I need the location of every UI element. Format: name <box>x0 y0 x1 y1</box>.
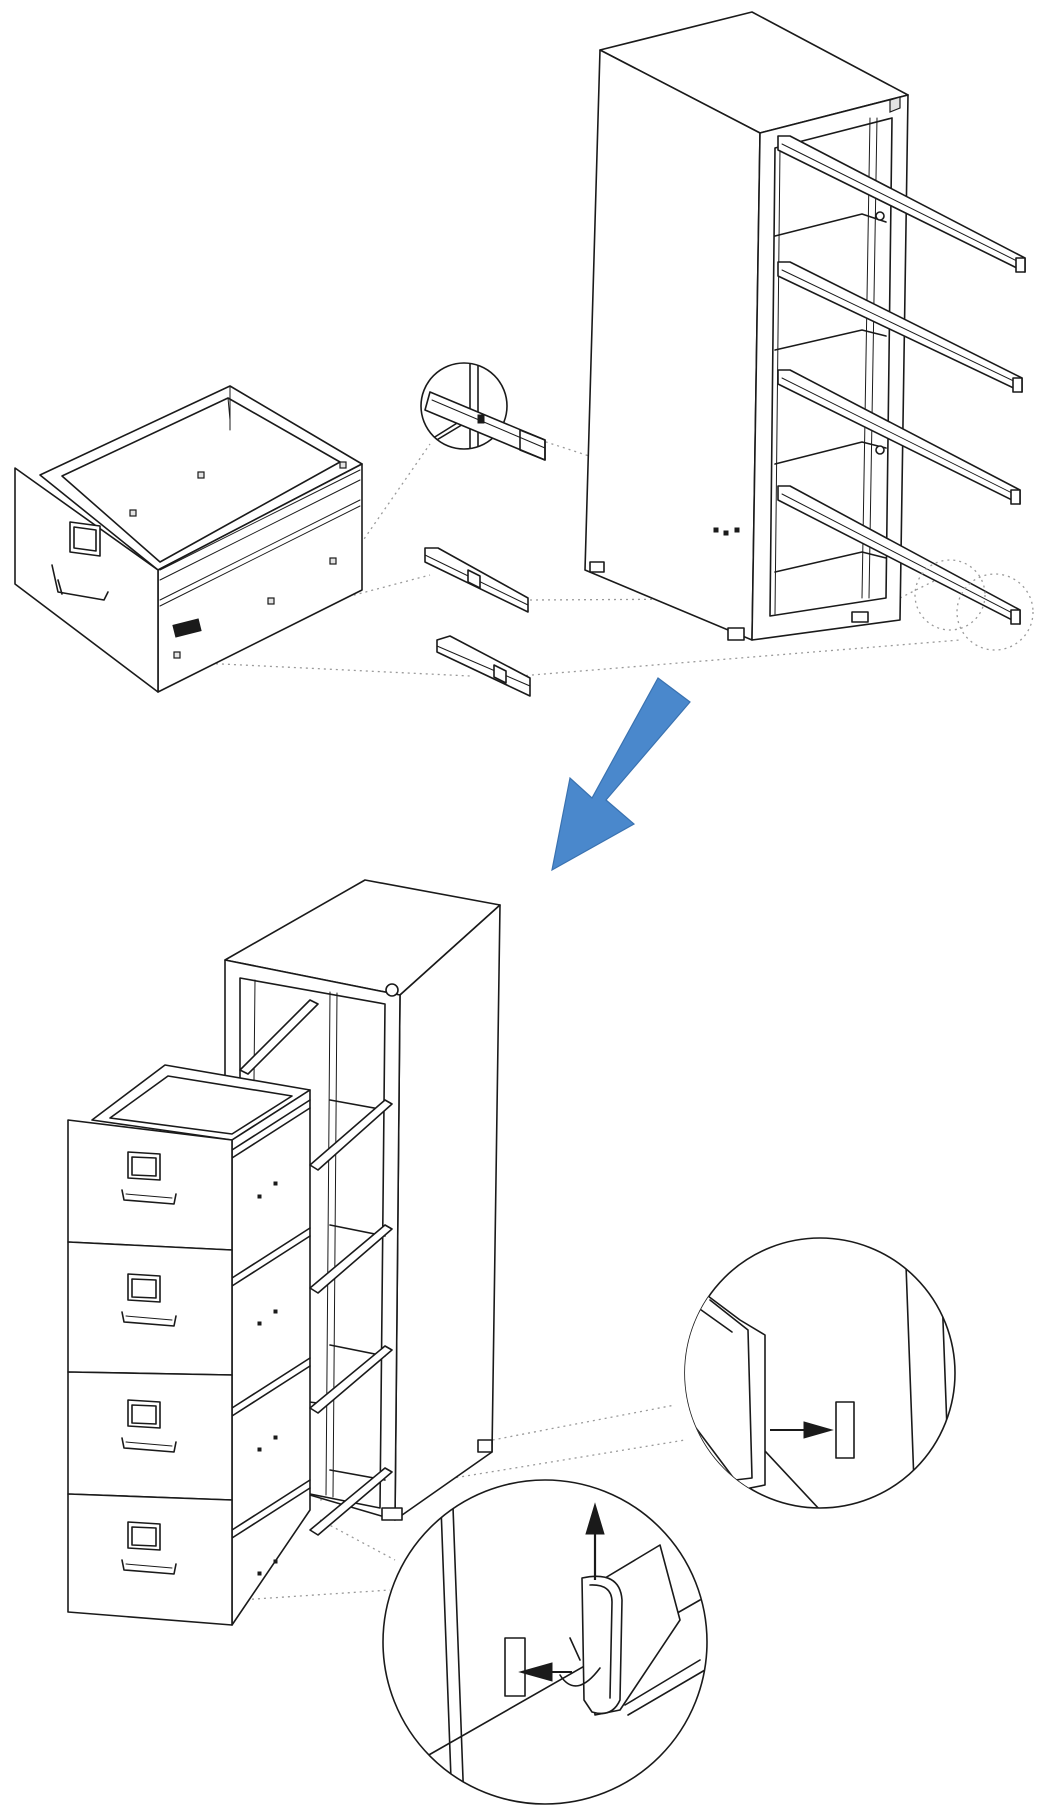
cabinet-slides <box>239 999 393 1536</box>
arrow-left-icon <box>518 1662 572 1682</box>
loose-drawer <box>14 385 363 693</box>
drawer-front-2 <box>67 1241 233 1376</box>
drawer-front-1 <box>67 1119 233 1251</box>
slide-part-lower <box>436 635 531 697</box>
slide-3 <box>777 369 1021 505</box>
highlight-circle-lower <box>956 573 1034 651</box>
cabinet-empty <box>584 11 909 641</box>
slide-part-upper <box>424 547 529 613</box>
drawer-front-4 <box>67 1493 233 1626</box>
insert-detail-circle <box>684 1237 956 1509</box>
release-detail-circle <box>382 1479 708 1805</box>
drawer-front-3 <box>67 1371 233 1501</box>
drawer-side-holes <box>257 1181 278 1576</box>
slide-1 <box>777 135 1026 273</box>
arrow-down-left-icon <box>551 677 691 872</box>
step-2-group <box>67 879 956 1805</box>
step-1-group <box>14 11 1034 697</box>
drawer-slides <box>231 1099 311 1539</box>
slide-detail-circle <box>420 362 546 461</box>
extended-slides <box>777 135 1026 625</box>
slide-4 <box>777 485 1021 625</box>
drawer-stack <box>67 999 393 1626</box>
highlight-circle-upper <box>914 559 986 631</box>
arrow-up-icon <box>585 1502 605 1580</box>
slide-2 <box>777 261 1023 393</box>
arrow-right-icon <box>770 1421 834 1439</box>
